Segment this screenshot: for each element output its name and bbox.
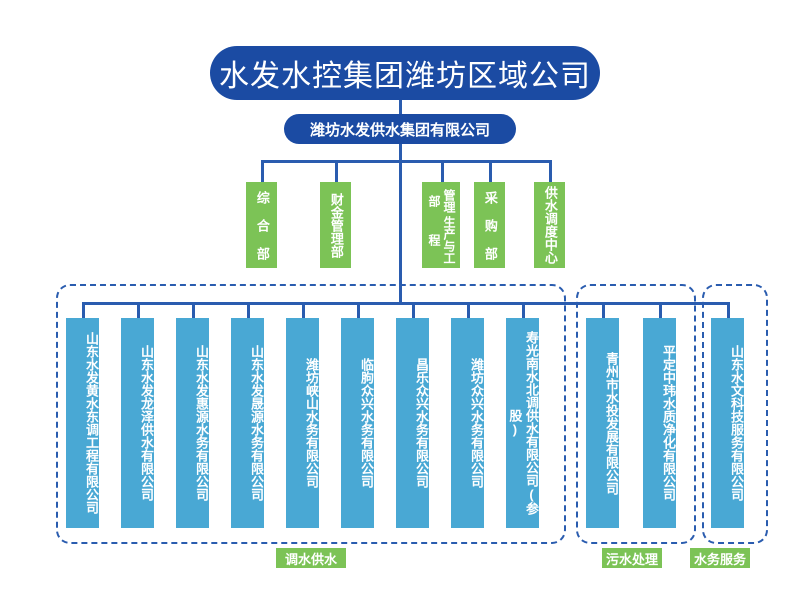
connector-dept-leg-4 — [489, 160, 492, 182]
connector-sub-leg-4 — [247, 302, 250, 318]
subsidiary-box-9[interactable]: 寿光南水北调供水有限公司(参股) — [506, 318, 539, 528]
connector-sub-leg-11 — [659, 302, 662, 318]
org-subtitle: 潍坊水发供水集团有限公司 — [284, 114, 516, 144]
connector-sub-leg-1 — [82, 302, 85, 318]
subsidiary-box-8[interactable]: 潍坊众兴水务有限公司 — [451, 318, 484, 528]
department-box-zonghebu[interactable]: 综 合 部 — [246, 182, 277, 268]
connector-sub-leg-6 — [357, 302, 360, 318]
connector-sub-leg-9 — [522, 302, 525, 318]
connector-sub-leg-3 — [192, 302, 195, 318]
subsidiary-box-7[interactable]: 昌乐众兴水务有限公司 — [396, 318, 429, 528]
connector-sub-leg-7 — [412, 302, 415, 318]
subsidiary-box-2[interactable]: 山东水发龙泽供水有限公司 — [121, 318, 154, 528]
subsidiary-box-11[interactable]: 平定中玮水质净化有限公司 — [643, 318, 676, 528]
connector-sub-leg-2 — [137, 302, 140, 318]
category-tag-tiaoshuigongshui: 调水供水 — [276, 548, 346, 568]
connector-sub-leg-8 — [467, 302, 470, 318]
connector-dept-leg-2 — [335, 160, 338, 182]
department-box-caigoubu[interactable]: 采 购 部 — [474, 182, 505, 268]
subsidiary-box-4[interactable]: 山东水发晟源水务有限公司 — [231, 318, 264, 528]
subsidiary-box-1[interactable]: 山东水发黄水东调工程有限公司 — [66, 318, 99, 528]
connector-sub-leg-12 — [727, 302, 730, 318]
subsidiary-box-10[interactable]: 青州市水投发展有限公司 — [586, 318, 619, 528]
category-tag-wushuichuli: 污水处理 — [602, 548, 662, 568]
department-col-left: 生产与工程 — [427, 215, 456, 264]
connector-department-bus — [261, 160, 551, 163]
connector-root-to-subtitle — [399, 100, 402, 114]
connector-subtitle-down — [399, 144, 402, 302]
subsidiary-box-5[interactable]: 潍坊峡山水务有限公司 — [286, 318, 319, 528]
subsidiary-box-6[interactable]: 临朐众兴水务有限公司 — [341, 318, 374, 528]
org-root-title: 水发水控集团潍坊区域公司 — [210, 46, 600, 100]
connector-dept-leg-3 — [441, 160, 444, 182]
connector-subsidiary-bus — [82, 302, 727, 305]
department-box-shengchanyugongchengguanlibu[interactable]: 管理部 生产与工程 — [422, 182, 460, 268]
department-box-caijinguanlibu[interactable]: 财金管理部 — [320, 182, 351, 268]
department-box-gongshuidiaoduzhongxin[interactable]: 供水调度中心 — [534, 182, 565, 268]
connector-sub-leg-10 — [602, 302, 605, 318]
connector-sub-leg-5 — [302, 302, 305, 318]
department-col-right: 管理部 — [427, 188, 456, 213]
connector-dept-leg-5 — [549, 160, 552, 182]
subsidiary-box-3[interactable]: 山东水发惠源水务有限公司 — [176, 318, 209, 528]
subsidiary-box-12[interactable]: 山东水文科技服务有限公司 — [711, 318, 744, 528]
category-tag-shuiwufuwu: 水务服务 — [690, 548, 750, 568]
connector-dept-leg-1 — [261, 160, 264, 182]
